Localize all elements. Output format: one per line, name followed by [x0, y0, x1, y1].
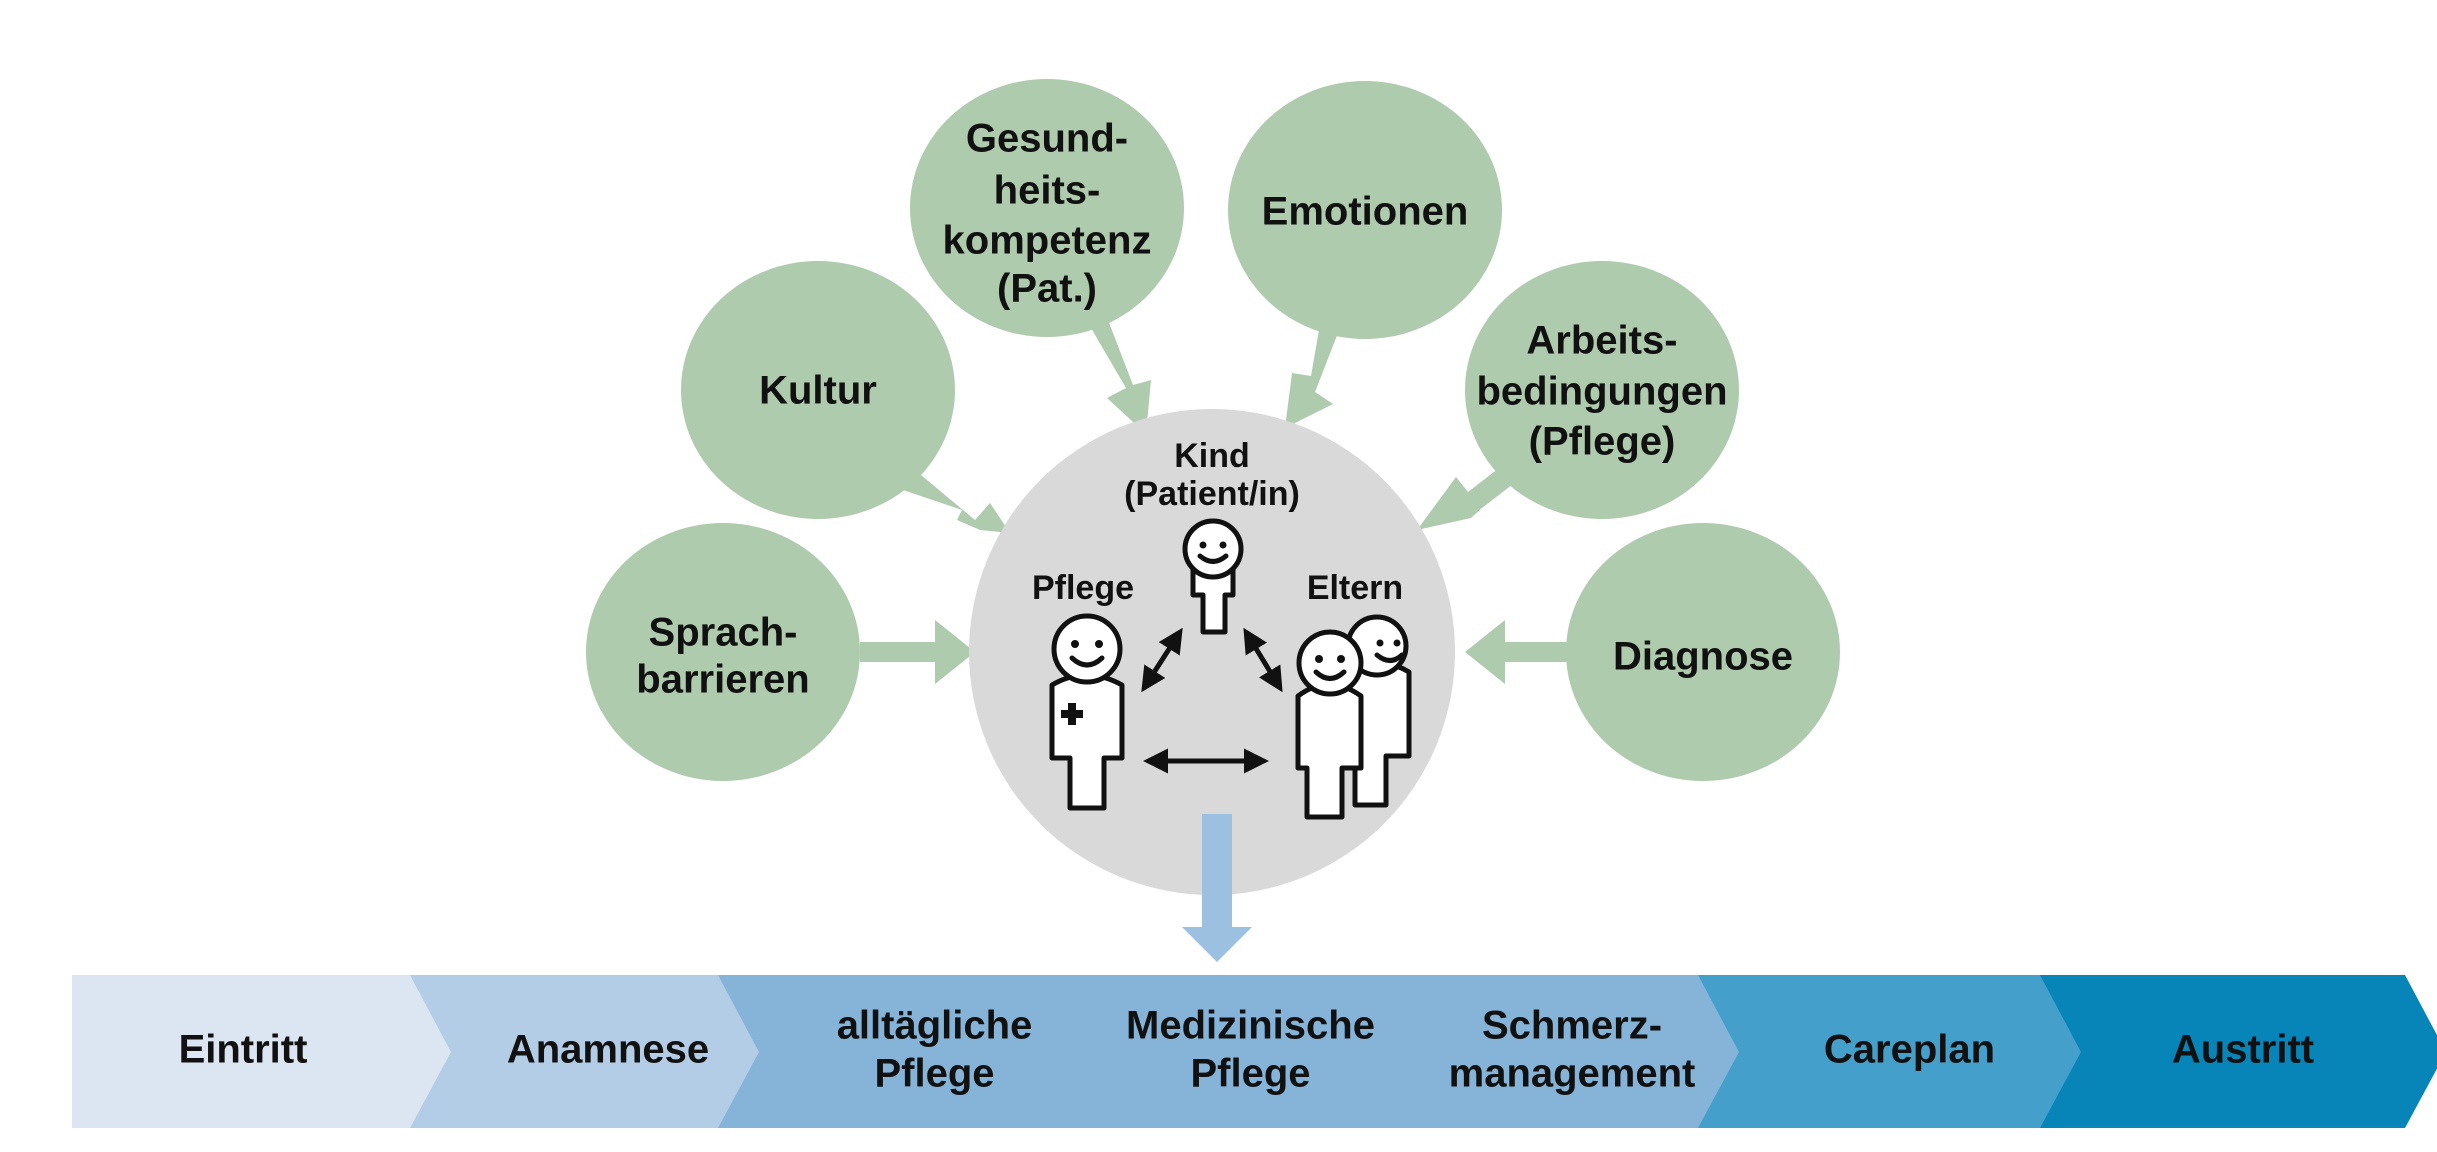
- gesundheitskompetenz-line-4: (Pat.): [997, 267, 1097, 311]
- process-step-6-label-line-1: Careplan: [1824, 1028, 1995, 1072]
- process-step-2-chevron: [410, 975, 806, 1128]
- sprachbarrieren-line-2: barrieren: [636, 658, 809, 702]
- arbeitsbedingungen-line-3: (Pflege): [1529, 420, 1676, 464]
- factor-sprachbarrieren: Sprach- barrieren: [586, 523, 860, 781]
- process-step-1-chevron: [72, 975, 455, 1128]
- process-step-3-chevron: [718, 975, 1151, 1128]
- process-step-5-label-line-1: Schmerz-: [1482, 1004, 1662, 1048]
- child-parents-interaction-arrow: [1243, 627, 1283, 693]
- process-connector-arrow: [1182, 814, 1252, 962]
- communication-center: Kind (Patient/in) Pflege Eltern: [969, 409, 1455, 895]
- process-step-1-label-line-1: Eintritt: [179, 1028, 308, 1072]
- factor-emotionen: Emotionen: [1228, 81, 1502, 339]
- kultur-arrow: [903, 470, 1010, 533]
- diagnose-line-1: Diagnose: [1613, 635, 1793, 679]
- sprachbarrieren-bubble: [586, 523, 860, 781]
- process-step-5-chevron: [1363, 975, 1781, 1128]
- gesundheitskompetenz-bubble: [910, 79, 1184, 337]
- child-nurse-interaction-arrow: [1141, 627, 1183, 693]
- sprachbarrieren-arrow: [860, 620, 975, 684]
- emotionen-line-1: Emotionen: [1262, 190, 1469, 234]
- gesundheitskompetenz-line-2: heits-: [994, 169, 1101, 213]
- child-figure-icon: [1182, 518, 1244, 635]
- child-label-line1: Kind: [1174, 437, 1250, 475]
- emotionen-arrow: [1285, 330, 1338, 428]
- factor-kultur: Kultur: [681, 261, 955, 519]
- factor-arbeitsbedingungen: Arbeits- bedingungen (Pflege): [1465, 261, 1739, 519]
- process-step-3-label-line-1: alltägliche: [837, 1004, 1033, 1048]
- nurse-figure-icon: [1049, 613, 1125, 811]
- gesundheitskompetenz-line-1: Gesund-: [966, 117, 1128, 161]
- arbeitsbedingungen-line-2: bedingungen: [1476, 370, 1727, 414]
- diagnose-bubble: [1566, 523, 1840, 781]
- parents-figure-icon: [1295, 614, 1412, 820]
- arbeitsbedingungen-line-1: Arbeits-: [1526, 319, 1677, 363]
- emotionen-bubble: [1228, 81, 1502, 339]
- process-step-7-label-line-1: Austritt: [2172, 1028, 2314, 1072]
- sprachbarrieren-line-1: Sprach-: [649, 611, 798, 655]
- kultur-bubble: [681, 261, 955, 519]
- arbeitsbedingungen-bubble: [1465, 261, 1739, 519]
- kultur-line-1: Kultur: [759, 369, 877, 413]
- diagnose-arrow: [1465, 620, 1580, 684]
- gesundheitskompetenz-arrow: [1091, 320, 1151, 434]
- process-step-7-chevron: [2040, 975, 2437, 1128]
- factor-bubbles: Sprach- barrieren Kultur Gesund- heits- …: [586, 79, 1840, 781]
- process-step-4-label-line-1: Medizinische: [1126, 1004, 1375, 1048]
- process-step-3-label-line-2: Pflege: [874, 1052, 994, 1096]
- process-step-6-chevron: [1698, 975, 2121, 1128]
- nurse-label: Pflege: [1032, 569, 1134, 607]
- child-label: Kind (Patient/in): [1124, 437, 1300, 513]
- interaction-arrows: [1141, 627, 1283, 774]
- parents-label: Eltern: [1307, 569, 1403, 607]
- process-step-2-label-line-1: Anamnese: [507, 1028, 709, 1072]
- process-step-4-label-line-2: Pflege: [1190, 1052, 1310, 1096]
- factor-diagnose: Diagnose: [1566, 523, 1840, 781]
- process-step-4-chevron: [1060, 975, 1441, 1128]
- gesundheitskompetenz-line-3: kompetenz: [943, 219, 1152, 263]
- child-label-line2: (Patient/in): [1124, 475, 1300, 513]
- factor-gesundheitskompetenz: Gesund- heits- kompetenz (Pat.): [910, 79, 1184, 337]
- process-step-5-label-line-2: management: [1449, 1052, 1696, 1096]
